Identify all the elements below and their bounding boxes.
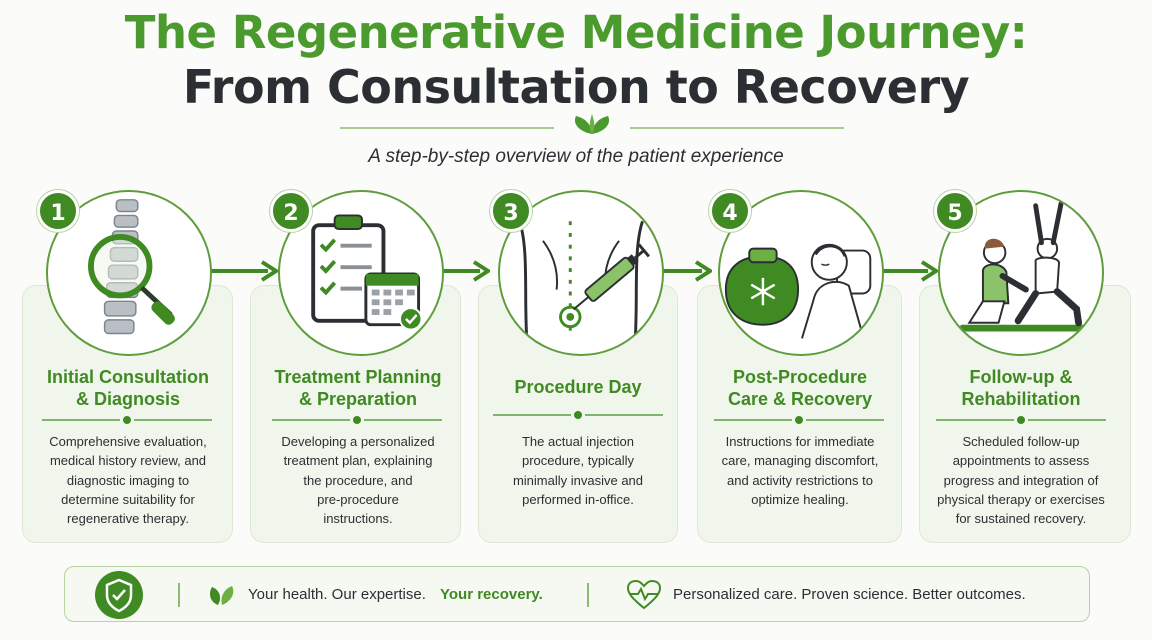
step-5-number-badge: 5 [934, 190, 976, 232]
footer-secondary-tagline: Personalized care. Proven science. Bette… [673, 586, 1026, 603]
step-1-description: Comprehensive evaluation,medical history… [49, 434, 207, 527]
step-5-title: Follow-up &Rehabilitation [961, 367, 1081, 409]
footer-divider [178, 583, 180, 607]
page-title-line2: From Consultation to Recovery [182, 60, 970, 114]
shield-check-icon [95, 571, 143, 619]
leaf-icon [210, 586, 234, 605]
footer-tagline: Your health. Our expertise. [248, 586, 426, 603]
step-2-title: Treatment Planning& Preparation [274, 367, 442, 409]
arrow-right-icon [202, 260, 278, 282]
step-4-number-badge: 4 [709, 190, 751, 232]
step-3-number-badge: 3 [490, 190, 532, 232]
step-4-illustration [718, 190, 884, 356]
arrow-right-icon [878, 260, 938, 282]
step-2-separator [272, 416, 442, 424]
footer-tagline-emphasis: Your recovery. [440, 586, 543, 603]
step-1-number-badge: 1 [37, 190, 79, 232]
title-divider [340, 114, 844, 134]
step-4-separator [714, 416, 884, 424]
step-5-illustration [938, 190, 1104, 356]
step-2-illustration [278, 190, 444, 356]
ice-pack-rest-icon [724, 243, 872, 349]
footer-divider [587, 583, 589, 607]
checklist-calendar-icon [311, 214, 423, 331]
step-1-separator [42, 416, 212, 424]
page-title-line1: The Regenerative Medicine Journey: [124, 6, 1028, 59]
page-subtitle: A step-by-step overview of the patient e… [368, 146, 784, 167]
physical-therapy-icon [959, 201, 1089, 332]
step-3-title: Procedure Day [514, 377, 642, 397]
injection-back-icon [518, 220, 651, 349]
step-2-number-badge: 2 [270, 190, 312, 232]
arrow-right-icon [656, 260, 712, 282]
footer-banner [64, 566, 1090, 622]
step-5-separator [936, 416, 1106, 424]
spine-magnifier-icon [88, 199, 175, 335]
leaf-icon [574, 114, 610, 134]
step-3-separator [493, 411, 663, 419]
step-card-2 [250, 285, 461, 543]
heartbeat-icon [626, 580, 662, 610]
step-1-title: Initial Consultation& Diagnosis [47, 367, 209, 409]
